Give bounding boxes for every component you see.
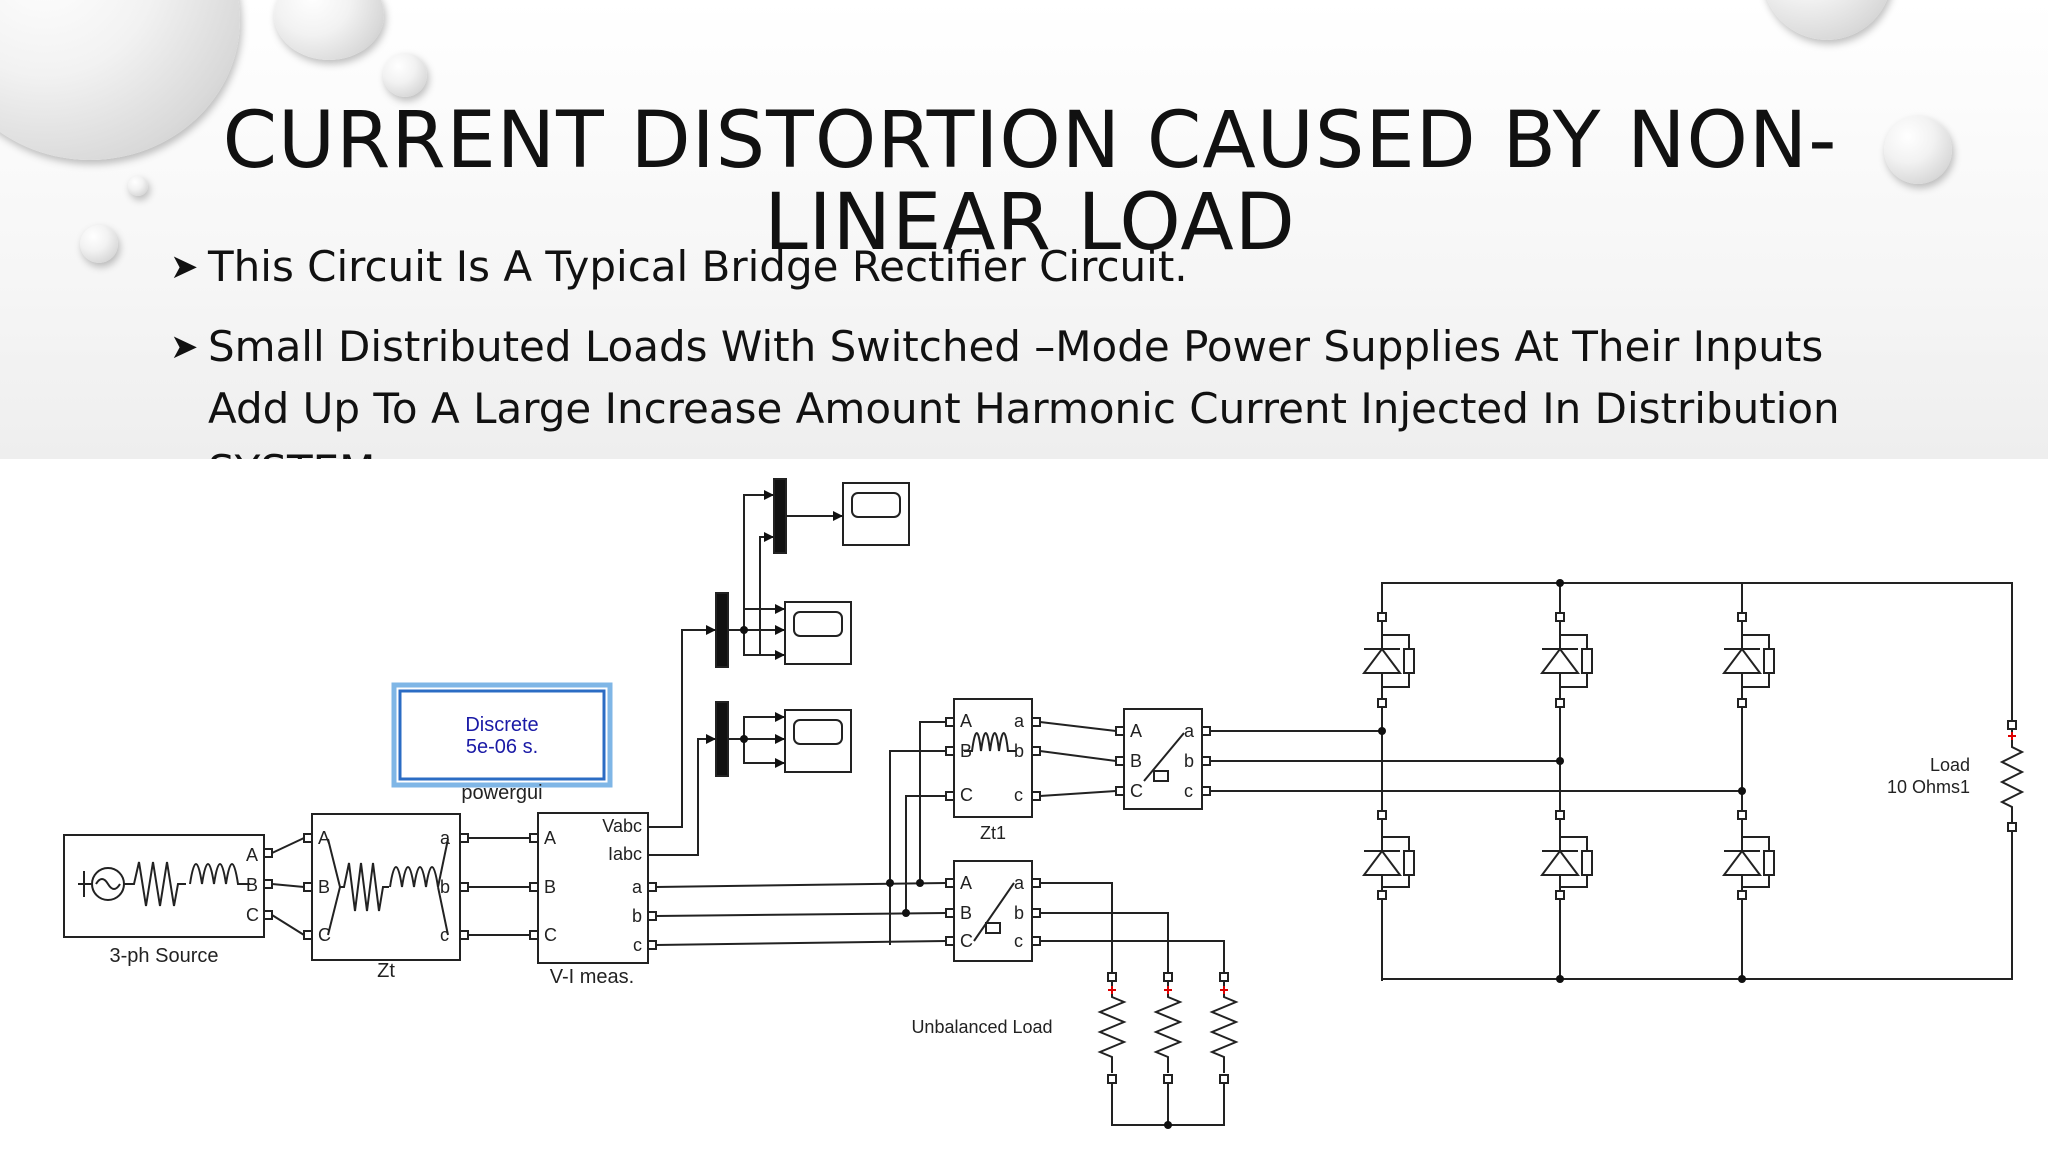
- arrow-bullet-icon: ➤: [170, 247, 199, 287]
- vi-meas-label: V-I meas.: [550, 966, 634, 988]
- water-drop-decoration: [128, 176, 148, 196]
- junction-dots: [740, 579, 1746, 1129]
- bullet-text: This Circuit Is A Typical Bridge Rectifi…: [208, 242, 1188, 291]
- port-label: a: [1184, 721, 1195, 741]
- port-label: Iabc: [608, 844, 642, 864]
- load-label-line1: Load: [1930, 755, 1970, 775]
- water-drop-decoration: [383, 53, 427, 97]
- source-label: 3-ph Source: [110, 945, 219, 967]
- scope-bottom[interactable]: [784, 709, 852, 773]
- unbalanced-load-resistor-a[interactable]: [1097, 972, 1127, 1084]
- diode-upper-a[interactable]: [1362, 612, 1415, 708]
- powergui-text-line2: 5e-06 s.: [466, 736, 538, 758]
- port-label: b: [632, 906, 642, 926]
- port-label: b: [1184, 751, 1194, 771]
- port-label: a: [440, 828, 451, 848]
- port-label: B: [960, 903, 972, 923]
- port-label: c: [440, 925, 449, 945]
- port-label: A: [960, 711, 972, 731]
- simulink-model-svg: Discrete 5e-06 s. powergui 3-ph Source A…: [63, 478, 2025, 1129]
- breaker-block-bottom[interactable]: [945, 860, 1041, 962]
- mux-middle[interactable]: [715, 592, 729, 668]
- port-label: a: [1014, 873, 1025, 893]
- polarity-markers: [1108, 732, 2016, 994]
- zt-label: Zt: [377, 960, 395, 982]
- port-label: A: [318, 828, 330, 848]
- port-label: C: [318, 925, 331, 945]
- water-drop-decoration: [1884, 116, 1952, 184]
- powergui-text-line1: Discrete: [465, 714, 538, 736]
- signal-arrows: [706, 490, 843, 768]
- port-label: C: [1130, 781, 1143, 801]
- port-label: B: [1130, 751, 1142, 771]
- mux-bottom[interactable]: [715, 701, 729, 777]
- bullet-item: ➤ This Circuit Is A Typical Bridge Recti…: [170, 236, 1870, 298]
- slide-title: CURRENT DISTORTION CAUSED BY NON-LINEAR …: [222, 96, 1838, 268]
- port-label: c: [1014, 785, 1023, 805]
- zt-impedance-block[interactable]: [303, 813, 469, 961]
- powergui-block[interactable]: [391, 682, 613, 788]
- port-label: B: [318, 877, 330, 897]
- three-phase-source-block[interactable]: [63, 834, 273, 938]
- powergui-label: powergui: [461, 782, 542, 804]
- bullet-item: ➤ Small Distributed Loads With Switched …: [170, 316, 1870, 502]
- load-resistor[interactable]: [1999, 720, 2025, 832]
- circuit-diagram: Discrete 5e-06 s. powergui 3-ph Source A…: [0, 459, 2048, 1152]
- port-label: A: [246, 845, 258, 865]
- port-label: b: [440, 877, 450, 897]
- slide-background: [0, 0, 2048, 460]
- port-label: A: [1130, 721, 1142, 741]
- port-label: C: [246, 905, 259, 925]
- breaker-block-top[interactable]: [1115, 708, 1211, 810]
- diode-upper-b[interactable]: [1540, 612, 1593, 708]
- port-label: C: [960, 785, 973, 805]
- diode-upper-c[interactable]: [1722, 612, 1775, 708]
- unbalanced-load-resistor-c[interactable]: [1209, 972, 1239, 1084]
- port-label: Vabc: [602, 816, 642, 836]
- port-label: B: [246, 875, 258, 895]
- unbalanced-load-label: Unbalanced Load: [911, 1017, 1052, 1037]
- bullet-text: Small Distributed Loads With Switched –M…: [208, 322, 1840, 495]
- zt1-label: Zt1: [980, 823, 1006, 843]
- load-label-line2: 10 Ohms1: [1887, 777, 1970, 797]
- arrow-bullet-icon: ➤: [170, 327, 199, 367]
- port-label: A: [960, 873, 972, 893]
- scope-middle[interactable]: [784, 601, 852, 665]
- port-label: C: [544, 925, 557, 945]
- port-label: C: [960, 931, 973, 951]
- port-label: c: [1184, 781, 1193, 801]
- port-label: a: [1014, 711, 1025, 731]
- vi-measurement-block[interactable]: [529, 812, 657, 964]
- port-label: b: [1014, 903, 1024, 923]
- port-label: b: [1014, 741, 1024, 761]
- water-drop-decoration: [80, 225, 118, 263]
- port-label: B: [960, 741, 972, 761]
- scope-top[interactable]: [842, 482, 910, 546]
- unbalanced-load-resistor-b[interactable]: [1153, 972, 1183, 1084]
- connection-wires: [271, 494, 2013, 1126]
- diode-lower-b[interactable]: [1540, 810, 1593, 900]
- port-label: a: [632, 877, 643, 897]
- diode-lower-a[interactable]: [1362, 810, 1415, 900]
- port-label: c: [633, 935, 642, 955]
- port-label: A: [544, 828, 556, 848]
- mux-top[interactable]: [773, 478, 787, 554]
- diode-lower-c[interactable]: [1722, 810, 1775, 900]
- port-label: B: [544, 877, 556, 897]
- port-label: c: [1014, 931, 1023, 951]
